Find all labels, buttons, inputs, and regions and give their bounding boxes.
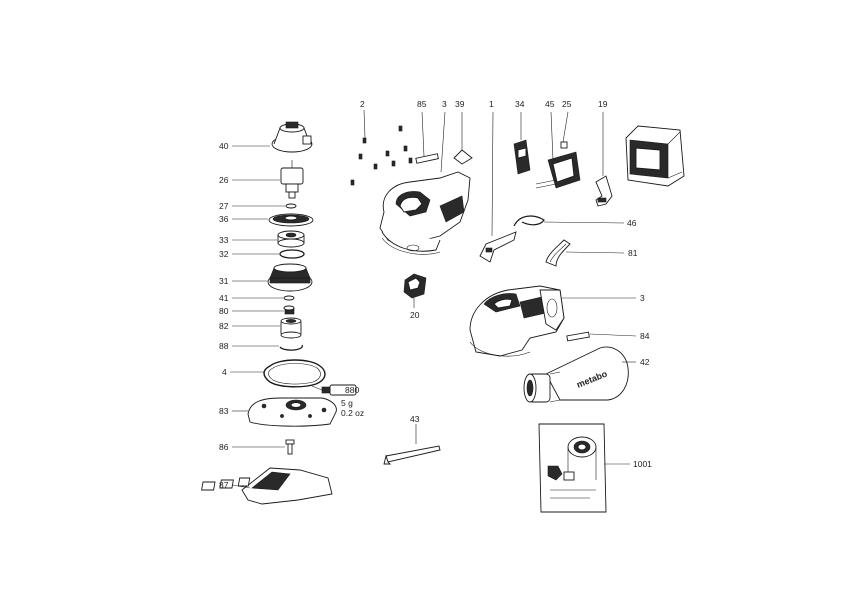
grease-amount-oz: 0.2 oz <box>341 408 364 418</box>
callout-25: 25 <box>562 99 572 109</box>
callout-20: 20 <box>410 310 420 320</box>
callout-42: 42 <box>640 357 650 367</box>
part-85-strip <box>415 111 439 164</box>
callout-40: 40 <box>219 141 229 151</box>
callout-34: 34 <box>515 99 525 109</box>
grease-code: 880 <box>345 385 359 395</box>
callout-46: 46 <box>627 218 637 228</box>
part-33-ball-bearing <box>277 230 305 248</box>
part-40-motor-bracket <box>271 121 313 153</box>
callout-84: 84 <box>640 331 650 341</box>
callout-80: 80 <box>219 306 229 316</box>
callout-88: 88 <box>219 341 229 351</box>
part-880-grease-tube <box>311 384 357 396</box>
part-86-screw <box>285 439 295 455</box>
part-19-clip <box>595 112 613 207</box>
part-31-fan-wheel <box>267 263 313 292</box>
part-36-fan <box>268 213 314 227</box>
part-1-switch <box>479 111 517 263</box>
callout-83: 83 <box>219 406 229 416</box>
callout-32: 32 <box>219 249 229 259</box>
callout-3b: 3 <box>640 293 645 303</box>
part-41-washer <box>283 295 295 301</box>
callout-33: 33 <box>219 235 229 245</box>
part-2-screws <box>350 109 413 186</box>
callout-85: 85 <box>417 99 427 109</box>
part-43-hex-key <box>383 424 441 465</box>
callout-19: 19 <box>598 99 608 109</box>
part-27-washer <box>285 203 297 209</box>
callout-41: 41 <box>219 293 229 303</box>
part-3-assembled-sander <box>469 285 565 357</box>
part-20-switch-cap <box>403 273 427 308</box>
part-87-sanding-plate <box>201 467 333 505</box>
part-84-strip <box>566 331 637 342</box>
callout-81: 81 <box>628 248 638 258</box>
callout-82: 82 <box>219 321 229 331</box>
part-3-housing-shell <box>379 171 471 255</box>
part-34-contact <box>513 112 531 175</box>
callout-31: 31 <box>219 276 229 286</box>
part-1001-label-plate <box>538 423 607 513</box>
leader-3a <box>440 111 446 173</box>
callout-3a: 3 <box>442 99 447 109</box>
part-81-cable-strip <box>545 239 625 267</box>
part-80-nut <box>283 305 295 315</box>
callout-86: 86 <box>219 442 229 452</box>
part-32-circlip <box>279 249 305 259</box>
callout-2: 2 <box>360 99 365 109</box>
callout-39: 39 <box>455 99 465 109</box>
part-82-eccentric-bearing <box>280 317 302 339</box>
callout-43: 43 <box>410 414 420 424</box>
part-42-dust-bag: metabo <box>523 346 629 403</box>
callout-26: 26 <box>219 175 229 185</box>
grease-amount: 5 g <box>341 398 353 408</box>
part-46-cable <box>513 215 625 227</box>
leader-87 <box>231 484 251 489</box>
callout-27: 27 <box>219 201 229 211</box>
part-45-electronics-module <box>535 111 581 189</box>
callout-36: 36 <box>219 214 229 224</box>
part-83-base-plate <box>247 397 337 427</box>
part-4-seal-ring <box>263 359 326 388</box>
callout-1001: 1001 <box>633 459 652 469</box>
part-39-foil <box>453 112 473 165</box>
part-88-circlip <box>279 344 303 351</box>
callout-1: 1 <box>489 99 494 109</box>
callout-45: 45 <box>545 99 555 109</box>
part-26-motor-armature <box>280 160 304 199</box>
callout-87: 87 <box>219 480 229 490</box>
part-battery-pack <box>625 125 685 187</box>
callout-4: 4 <box>222 367 227 377</box>
